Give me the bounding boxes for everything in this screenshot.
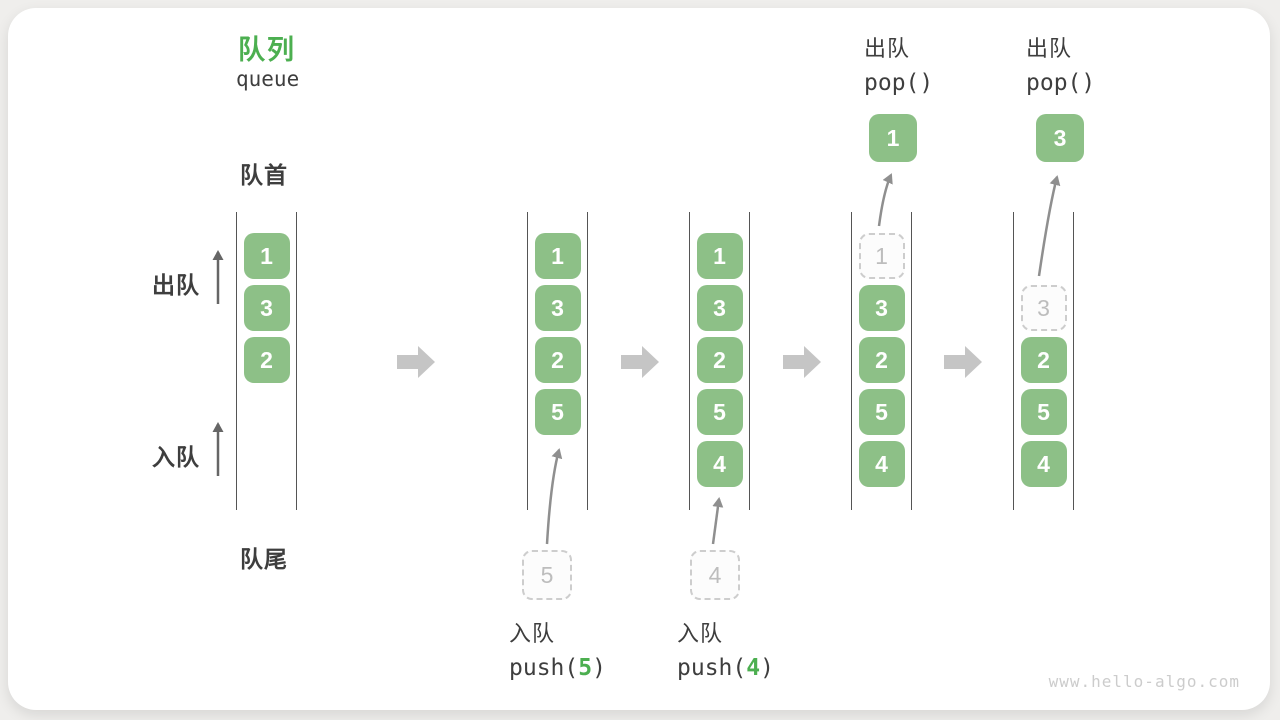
queue-cell: 2 — [696, 337, 743, 383]
queue-cell: 1 — [534, 233, 581, 279]
queue-cell-ghost: 1 — [858, 233, 905, 279]
queue-cell-ghost: 3 — [1020, 285, 1067, 331]
op-caption-push4: 入队 push(4) — [677, 616, 774, 681]
queue-cell: 4 — [858, 441, 905, 487]
popped-value-box: 3 — [1036, 114, 1084, 162]
queue-state-pop3: 3 2 5 4 — [1013, 212, 1074, 510]
label-enqueue-side: 入队 — [152, 444, 200, 470]
figure-card — [8, 8, 1270, 710]
op-caption-push5: 入队 push(5) — [509, 616, 606, 681]
figure-title-zh: 队列 — [238, 35, 296, 65]
queue-state-initial: 1 3 2 — [236, 212, 297, 510]
queue-cell: 2 — [1020, 337, 1067, 383]
queue-cell: 2 — [243, 337, 290, 383]
op-code: push(4) — [677, 655, 774, 681]
queue-state-after-push5: 1 3 2 5 — [527, 212, 588, 510]
queue-cell: 3 — [696, 285, 743, 331]
queue-cell: 4 — [696, 441, 743, 487]
queue-cell: 4 — [1020, 441, 1067, 487]
op-caption-pop1: 出队 pop() — [864, 31, 933, 96]
op-label: 入队 — [509, 621, 556, 646]
queue-cell: 2 — [534, 337, 581, 383]
figure-title-en: queue — [236, 67, 300, 91]
queue-cell: 3 — [858, 285, 905, 331]
queue-cell: 5 — [858, 389, 905, 435]
op-label: 入队 — [677, 621, 724, 646]
queue-cell: 5 — [696, 389, 743, 435]
queue-cell: 1 — [696, 233, 743, 279]
incoming-value-box: 4 — [690, 550, 740, 600]
queue-cell: 2 — [858, 337, 905, 383]
queue-state-after-push4: 1 3 2 5 4 — [689, 212, 750, 510]
queue-cell: 5 — [1020, 389, 1067, 435]
queue-cell: 5 — [534, 389, 581, 435]
queue-cell: 1 — [243, 233, 290, 279]
op-code: pop() — [1026, 70, 1096, 96]
op-label: 出队 — [864, 36, 911, 61]
queue-cell: 3 — [243, 285, 290, 331]
label-queue-front: 队首 — [240, 162, 288, 188]
op-code: push(5) — [509, 655, 606, 681]
popped-value-box: 1 — [869, 114, 917, 162]
incoming-value-box: 5 — [522, 550, 572, 600]
label-queue-rear: 队尾 — [240, 546, 288, 572]
queue-state-pop1: 1 3 2 5 4 — [851, 212, 912, 510]
op-caption-pop2: 出队 pop() — [1026, 31, 1095, 96]
op-code: pop() — [864, 70, 934, 96]
watermark: www.hello-algo.com — [1048, 672, 1240, 691]
queue-cell: 3 — [534, 285, 581, 331]
label-dequeue-side: 出队 — [152, 272, 200, 298]
op-label: 出队 — [1026, 36, 1073, 61]
